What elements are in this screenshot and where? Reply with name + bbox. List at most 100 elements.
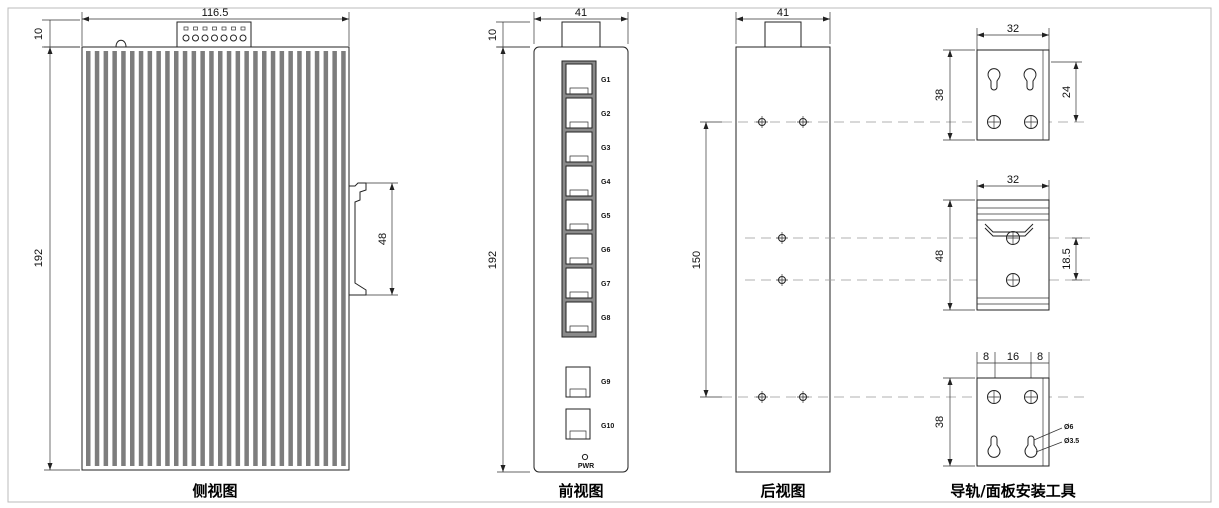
side-view: 116.5 10 192 48 侧视图 <box>33 7 398 500</box>
front-height-dim: 192 <box>487 251 499 269</box>
rj45-port-clip <box>569 291 589 298</box>
bracket-top-width-dim: 32 <box>1007 23 1019 35</box>
terminal-slot <box>183 26 189 31</box>
terminal-slot <box>193 26 198 31</box>
rj45-port-clip <box>569 325 589 332</box>
rj45-port-g3: G3 <box>565 131 610 163</box>
rj45-port-label: G6 <box>601 247 610 254</box>
terminal-slot <box>202 26 208 31</box>
rear-hole-spacing-dim: 150 <box>691 251 703 269</box>
rear-view-caption: 后视图 <box>760 482 805 500</box>
sfp-label-g10: G10 <box>601 423 614 430</box>
rj45-port-clip <box>569 121 589 128</box>
heat-sink-fin <box>288 51 293 466</box>
heat-sink-fin <box>218 51 223 466</box>
din-width-dim: 32 <box>1007 174 1019 186</box>
heat-sink-fin <box>332 51 337 466</box>
heat-sink-fin <box>200 51 205 466</box>
rj45-port-clip <box>569 189 589 196</box>
rj45-port-label: G5 <box>601 213 610 220</box>
drawing-frame <box>7 7 1212 503</box>
heat-sink-fins <box>86 51 346 466</box>
heat-sink-fin <box>262 51 267 466</box>
heat-sink-fin <box>112 51 117 466</box>
side-terminal-block <box>176 21 252 48</box>
side-rail-dim: 48 <box>377 233 389 245</box>
heat-sink-fin <box>306 51 311 466</box>
hole-small-label: Ø3.5 <box>1064 438 1079 445</box>
terminal-screw <box>182 34 190 42</box>
mount-tools: 32 38 24 32 <box>934 23 1082 500</box>
rj45-port-g8: G8 <box>565 301 610 333</box>
rj45-port-label: G2 <box>601 111 610 118</box>
side-ground-knob <box>115 39 127 48</box>
terminal-screw <box>220 34 228 42</box>
rear-body <box>735 46 831 473</box>
heat-sink-fin <box>94 51 100 466</box>
heat-sink-fin <box>182 51 188 466</box>
bracket-bottom-width-mid: 16 <box>1007 351 1019 363</box>
power-label: PWR <box>578 463 594 470</box>
bracket-bottom-height-dim: 38 <box>934 416 946 428</box>
heat-sink-fin <box>297 51 302 466</box>
heat-sink-fin <box>174 51 179 466</box>
front-view-caption: 前视图 <box>558 482 603 500</box>
panel-bracket-bottom: 8 16 8 38 Ø6 Ø3.5 <box>934 351 1079 467</box>
terminal-screw <box>201 34 209 42</box>
rj45-port-label: G1 <box>601 77 610 84</box>
rj45-port-clip <box>569 257 589 264</box>
heat-sink-fin <box>191 51 197 466</box>
heat-sink-fin <box>138 51 144 466</box>
heat-sink-fin <box>341 51 346 466</box>
bracket-bottom-width-left: 8 <box>983 351 989 363</box>
rear-hole-crosshair <box>797 116 809 128</box>
side-body <box>81 46 350 471</box>
din-height-dim: 48 <box>934 250 946 262</box>
heat-sink-fin <box>226 51 232 466</box>
rear-hole-crosshair <box>776 274 788 286</box>
heat-sink-fin <box>235 51 241 466</box>
heat-sink-fin <box>156 51 161 466</box>
panel-bracket-top: 32 38 24 <box>934 23 1082 141</box>
heat-sink-fin <box>279 51 285 466</box>
front-top-connector <box>561 21 601 48</box>
terminal-slot <box>240 26 246 31</box>
rear-top-connector <box>764 21 802 48</box>
sfp-label-g9: G9 <box>601 379 610 386</box>
rj45-port-clip <box>569 87 589 94</box>
rear-mount-holes <box>756 116 809 403</box>
terminal-slot <box>221 26 227 31</box>
heat-sink-fin <box>314 51 320 466</box>
heat-sink-fin <box>147 51 153 466</box>
front-top-dim: 10 <box>487 29 499 41</box>
din-clip <box>349 182 367 296</box>
heat-sink-fin <box>86 51 91 466</box>
rear-width-dim: 41 <box>777 7 789 19</box>
din-hole-dim: 18.5 <box>1061 248 1073 269</box>
power-led <box>581 453 589 461</box>
side-view-caption: 侧视图 <box>192 482 237 500</box>
terminal-screw <box>230 34 237 42</box>
terminal-screw <box>239 34 247 42</box>
rear-hole-crosshair <box>776 232 788 244</box>
rear-view: 41 150 后视图 <box>691 7 1090 500</box>
sfp-port-g9: G9 <box>565 366 610 398</box>
terminal-slot <box>212 26 217 31</box>
rear-hole-crosshair <box>797 391 809 403</box>
front-width-dim: 41 <box>575 7 587 19</box>
hole-big-label: Ø6 <box>1064 424 1073 431</box>
rj45-port-g7: G7 <box>565 267 610 299</box>
heat-sink-fin <box>209 51 214 466</box>
heat-sink-fin <box>253 51 258 466</box>
rj45-port-label: G4 <box>601 179 610 186</box>
heat-sink-fin <box>244 51 249 466</box>
heat-sink-fin <box>270 51 276 466</box>
terminal-slot <box>231 26 236 31</box>
din-rail-bracket: 32 48 18.5 <box>934 174 1082 311</box>
heat-sink-fin <box>165 51 170 466</box>
rj45-port-label: G3 <box>601 145 610 152</box>
